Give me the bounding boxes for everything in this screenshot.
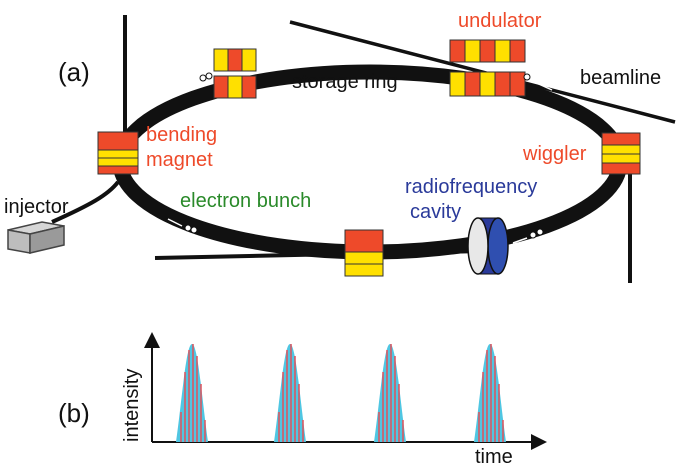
bottom-magnet bbox=[344, 229, 384, 277]
beamline-label: beamline bbox=[580, 67, 661, 89]
pulse-3 bbox=[374, 344, 406, 442]
rf-cavity-label-line1: radiofrequency bbox=[405, 176, 537, 198]
injector-line bbox=[51, 180, 120, 224]
injector-label: injector bbox=[4, 196, 69, 218]
electron-bunch-label: electron bunch bbox=[180, 190, 311, 212]
undulator bbox=[449, 39, 526, 97]
pulse-2 bbox=[274, 344, 306, 442]
injector-box bbox=[7, 221, 65, 254]
rf-cavity-label-line2: cavity bbox=[410, 201, 461, 223]
electron-bunch-bottom-left bbox=[167, 218, 198, 234]
bending-magnet bbox=[97, 131, 139, 175]
electron-bunch-bottom-right bbox=[512, 228, 544, 244]
y-axis-label: intensity bbox=[121, 369, 143, 442]
electron-bunch-top-left bbox=[199, 72, 213, 82]
pulse-4 bbox=[474, 344, 506, 442]
panel-a-tag: (a) bbox=[58, 57, 90, 87]
bending-magnet-label-line2: magnet bbox=[146, 149, 213, 171]
bending-magnet-label-line1: bending bbox=[146, 124, 217, 146]
wiggler-label: wiggler bbox=[522, 143, 587, 165]
x-axis-label: time bbox=[475, 446, 513, 468]
rf-cavity bbox=[467, 217, 509, 275]
panel-a: (a) undulator storage ring beamline bend… bbox=[4, 10, 676, 283]
storage-ring-label: storage ring bbox=[292, 71, 398, 93]
panel-b-tag: (b) bbox=[58, 398, 90, 428]
wiggler bbox=[601, 132, 641, 175]
electron-bunch-top-right bbox=[523, 73, 553, 91]
panel-b: (b) intensity time bbox=[58, 332, 547, 468]
undulator-label: undulator bbox=[458, 10, 542, 32]
pulse-1 bbox=[176, 344, 208, 442]
top-magnet bbox=[213, 48, 257, 99]
